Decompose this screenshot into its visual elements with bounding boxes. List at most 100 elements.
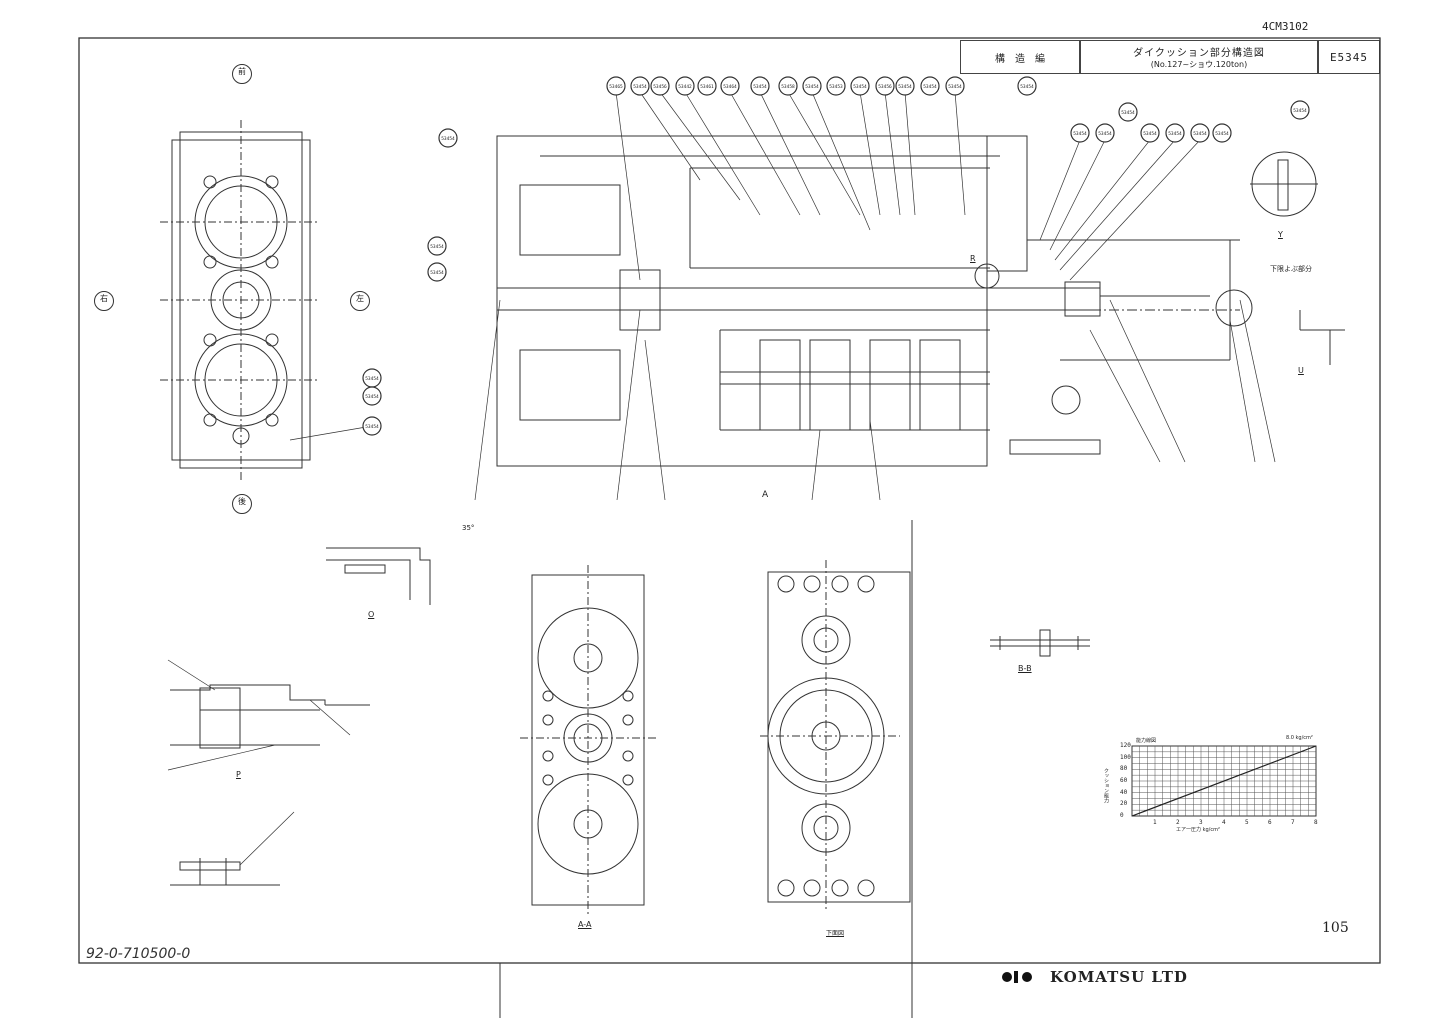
graph-series <box>1131 745 1317 817</box>
part-balloon: 53454 <box>945 76 965 96</box>
part-balloon-circle <box>427 236 447 256</box>
part-balloon-circle <box>427 262 447 282</box>
graph-xtick-label: 8 <box>1314 819 1318 826</box>
part-balloon-label: 53454 <box>1293 108 1307 114</box>
graph-xtick-label: 7 <box>1291 819 1295 826</box>
orientation-back: 後 <box>232 494 252 514</box>
part-balloon-circle <box>438 128 458 148</box>
part-balloon-label: 53456 <box>878 84 892 90</box>
company-name: KOMATSU LTD <box>1050 968 1188 986</box>
part-balloon: 53454 <box>427 236 447 256</box>
graph-ytick-label: 0 <box>1120 812 1124 819</box>
part-balloon-circle <box>1118 102 1138 122</box>
part-balloon-circle <box>675 76 695 96</box>
part-balloon-label: 53454 <box>923 84 937 90</box>
part-balloon: 53453 <box>826 76 846 96</box>
title-cell: ダイクッション部分構造図 (No.127~ショウ.120ton) <box>1080 40 1318 74</box>
part-balloon: 53454 <box>895 76 915 96</box>
part-balloon: 53454 <box>1070 123 1090 143</box>
o-detail <box>326 547 431 605</box>
part-balloon-circle <box>1017 76 1037 96</box>
part-balloon-label: 53461 <box>700 84 714 90</box>
part-balloon-label: 53454 <box>753 84 767 90</box>
part-balloon: 53454 <box>1190 123 1210 143</box>
part-balloon-label: 53464 <box>723 84 737 90</box>
part-balloon: 53454 <box>1095 123 1115 143</box>
graph-series-line <box>1131 745 1317 817</box>
sheet-border <box>78 37 1381 964</box>
part-balloon: 53454 <box>427 262 447 282</box>
part-balloon-label: 53454 <box>1073 131 1087 137</box>
orientation-left: 左 <box>350 291 370 311</box>
view-label-y: Y <box>1278 230 1283 239</box>
part-balloon-label: 53454 <box>1098 131 1112 137</box>
drawing-title: ダイクッション部分構造図 <box>1133 48 1265 59</box>
part-balloon: 53454 <box>1017 76 1037 96</box>
view-label-p: P <box>236 770 241 779</box>
part-balloon: 53454 <box>1290 100 1310 120</box>
part-balloon-label: 53454 <box>853 84 867 90</box>
part-balloon-circle <box>850 76 870 96</box>
graph-grid <box>1132 746 1316 816</box>
part-balloon-circle <box>1212 123 1232 143</box>
part-balloon: 53454 <box>1118 102 1138 122</box>
graph-ylabel: クッション能力 <box>1103 768 1109 803</box>
part-balloon-circle <box>1095 123 1115 143</box>
view-label-r: R <box>970 254 976 263</box>
part-balloon-circle <box>778 76 798 96</box>
orientation-front: 前 <box>232 64 252 84</box>
view-label-u: U <box>1298 366 1304 375</box>
part-balloon: 53454 <box>362 416 382 436</box>
part-balloon: 53461 <box>697 76 717 96</box>
handwritten-reference: 92-0-710500-0 <box>86 946 191 962</box>
part-balloon: 53464 <box>720 76 740 96</box>
part-balloon-label: 53454 <box>898 84 912 90</box>
part-balloon-circle <box>697 76 717 96</box>
part-balloon-label: 53465 <box>609 84 623 90</box>
part-balloon-circle <box>650 76 670 96</box>
view-label-o: O <box>368 610 375 619</box>
part-balloon: 53454 <box>1165 123 1185 143</box>
part-balloon-label: 53454 <box>633 84 647 90</box>
graph-xtick-label: 4 <box>1222 819 1226 826</box>
graph-title: 能力線図 <box>1136 738 1157 744</box>
part-balloon-circle <box>750 76 770 96</box>
graph-xtick-label: 1 <box>1153 819 1157 826</box>
part-balloon-label: 53454 <box>430 244 444 250</box>
part-balloon-label: 53458 <box>781 84 795 90</box>
bottom-view-note: 下面図 <box>826 930 845 937</box>
cross-section-main <box>496 135 1345 467</box>
part-balloon-label: 53454 <box>1168 131 1182 137</box>
y-view <box>1250 151 1318 217</box>
part-balloon-label: 53442 <box>678 84 692 90</box>
part-balloon-circle <box>895 76 915 96</box>
page-number: 105 <box>1322 920 1349 936</box>
part-balloon-circle <box>1140 123 1160 143</box>
part-balloon-label: 53454 <box>948 84 962 90</box>
part-balloon-label: 53454 <box>1121 110 1135 116</box>
leader-lines <box>167 91 1276 866</box>
bottom-view <box>760 560 911 910</box>
part-balloon: 53465 <box>606 76 626 96</box>
company-logo: KOMATSU LTD <box>1000 968 1188 986</box>
part-balloon-circle <box>875 76 895 96</box>
part-balloon: 53458 <box>778 76 798 96</box>
part-balloon-label: 53454 <box>805 84 819 90</box>
graph-xtick-label: 5 <box>1245 819 1249 826</box>
part-balloon-circle <box>826 76 846 96</box>
p-detail <box>170 684 370 749</box>
r-detail <box>170 858 280 886</box>
bb-detail <box>990 629 1090 657</box>
part-balloon-label: 53454 <box>1143 131 1157 137</box>
part-balloon-circle <box>1290 100 1310 120</box>
part-balloon-label: 53454 <box>1193 131 1207 137</box>
part-balloon-circle <box>606 76 626 96</box>
part-balloon-circle <box>362 416 382 436</box>
drawing-subtitle: (No.127~ショウ.120ton) <box>1150 60 1248 69</box>
part-balloon: 53454 <box>920 76 940 96</box>
part-balloon-circle <box>945 76 965 96</box>
part-balloon-label: 53456 <box>653 84 667 90</box>
drawing-number: E5345 <box>1329 50 1369 64</box>
orientation-right: 右 <box>94 291 114 311</box>
